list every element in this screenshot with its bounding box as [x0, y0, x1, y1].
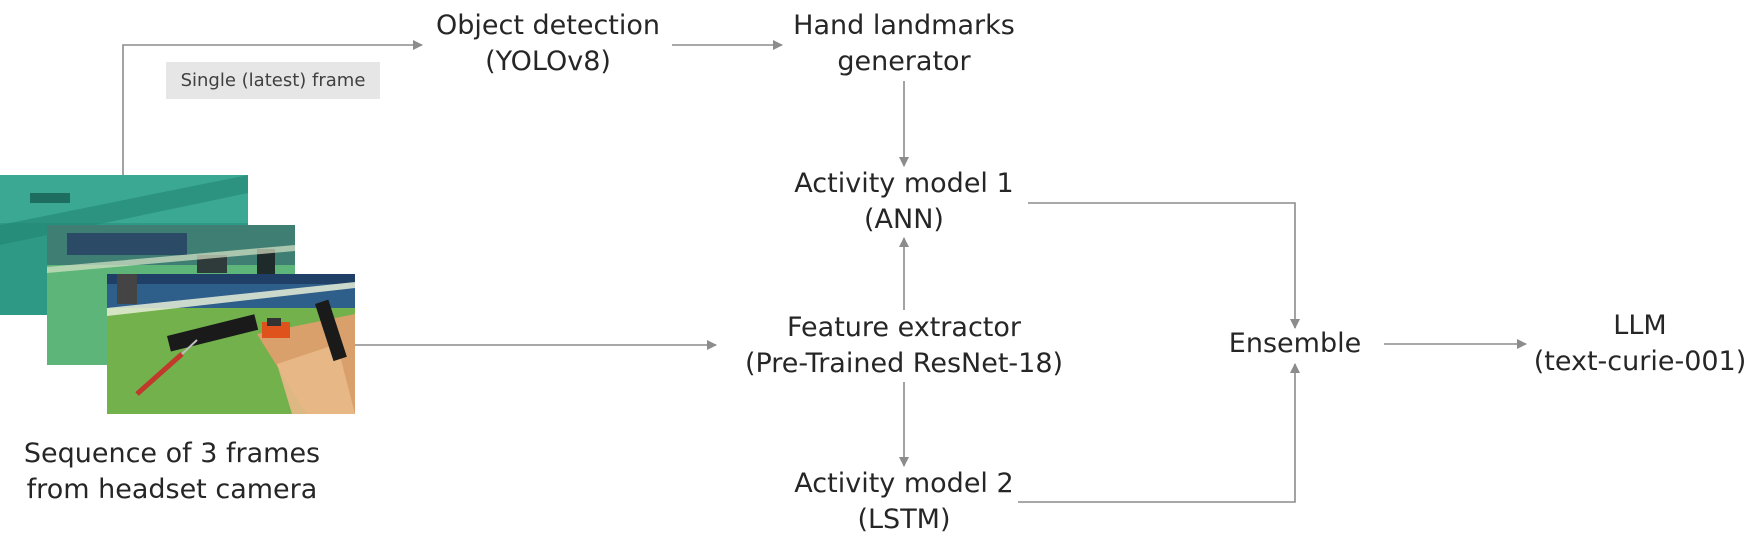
arrow-activity-model-1-to-ensemble [1028, 202, 1300, 329]
feature-extractor-title: Feature extractor [786, 312, 1021, 343]
llm-title: LLM [1613, 310, 1667, 341]
hand-landmarks-node: Hand landmarks generator [793, 8, 1015, 80]
source-frames-label-line2: from headset camera [26, 474, 318, 505]
ensemble-node: Ensemble [1229, 326, 1361, 362]
arrow-activity-model-2-to-ensemble [1018, 363, 1300, 503]
feature-extractor-node: Feature extractor (Pre-Trained ResNet-18… [745, 310, 1063, 382]
activity-model-1-node: Activity model 1 (ANN) [794, 166, 1013, 238]
hand-landmarks-title: Hand landmarks [793, 10, 1015, 41]
activity-model-1-model: (ANN) [864, 204, 944, 235]
activity-model-2-model: (LSTM) [857, 504, 951, 535]
activity-model-2-node: Activity model 2 (LSTM) [794, 466, 1013, 538]
hand-landmarks-subtitle: generator [837, 46, 971, 77]
ensemble-title: Ensemble [1228, 328, 1362, 359]
llm-node: LLM (text-curie-001) [1534, 308, 1747, 380]
llm-model: (text-curie-001) [1533, 346, 1747, 377]
object-detection-title: Object detection [435, 10, 661, 41]
feature-extractor-model: (Pre-Trained ResNet-18) [744, 348, 1064, 379]
single-latest-frame-label: Single (latest) frame [166, 62, 380, 99]
arrow-frames-to-object-detection [122, 40, 423, 175]
activity-model-2-title: Activity model 2 [794, 468, 1014, 499]
source-frames-label: Sequence of 3 frames from headset camera [24, 436, 320, 508]
object-detection-model: (YOLOv8) [485, 46, 611, 77]
camera-frame-3 [107, 274, 355, 414]
source-frames-label-line1: Sequence of 3 frames [23, 438, 321, 469]
object-detection-node: Object detection (YOLOv8) [436, 8, 660, 80]
activity-model-1-title: Activity model 1 [794, 168, 1014, 199]
